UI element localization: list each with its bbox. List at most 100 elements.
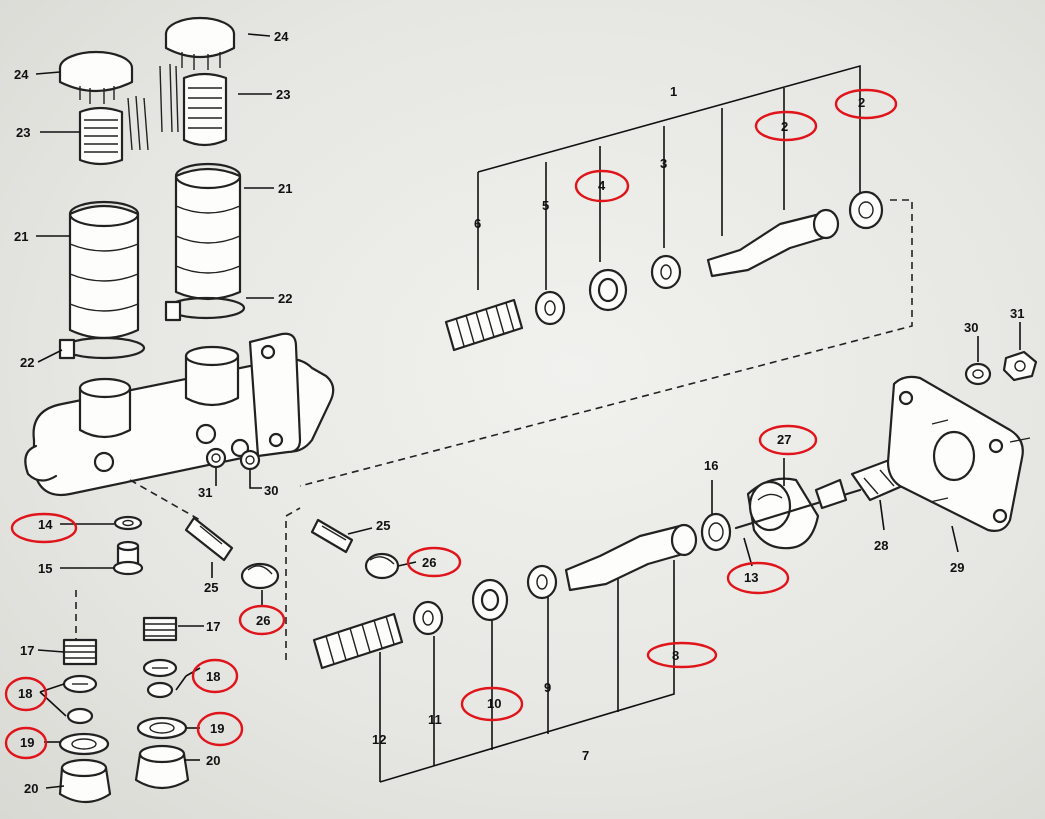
highlight-26-b — [406, 546, 462, 578]
label-4: 4 — [598, 178, 606, 193]
label-21-a: 21 — [14, 229, 28, 244]
label-13: 13 — [744, 570, 758, 585]
reservoir-filter-right — [159, 63, 228, 147]
label-23-b: 23 — [276, 87, 290, 102]
label-11: 11 — [428, 712, 442, 727]
seat-18-left — [62, 674, 98, 725]
mounting-plate-29 — [886, 375, 1031, 532]
leader-lines — [35, 33, 1021, 789]
red-highlight-marks — [4, 88, 898, 760]
plug-20-right — [134, 744, 190, 790]
spring-12 — [312, 612, 404, 670]
label-31-a: 31 — [198, 485, 212, 500]
small-nut-31-left — [205, 447, 227, 469]
label-29: 29 — [950, 560, 964, 575]
label-26-b: 26 — [422, 555, 436, 570]
label-18-a: 18 — [18, 686, 32, 701]
label-5: 5 — [542, 198, 549, 213]
spacer-5 — [534, 290, 566, 326]
label-14: 14 — [38, 517, 53, 532]
label-30-a: 30 — [264, 483, 278, 498]
highlight-14 — [10, 512, 78, 544]
label-22-b: 22 — [278, 291, 292, 306]
highlight-2-b — [834, 88, 898, 120]
seat-18-right — [142, 658, 178, 699]
washer-30-right — [964, 362, 992, 386]
label-10: 10 — [487, 696, 501, 711]
cup-seal-10 — [471, 578, 509, 622]
label-26-a: 26 — [256, 613, 270, 628]
highlight-26-a — [238, 604, 286, 636]
washer-3 — [650, 254, 682, 290]
piston-8 — [564, 523, 698, 592]
label-19-b: 19 — [210, 721, 224, 736]
label-21-b: 21 — [278, 181, 292, 196]
label-17-b: 17 — [206, 619, 220, 634]
highlight-2-a — [754, 110, 818, 142]
bleeder-screw-25-right — [310, 518, 354, 554]
label-7: 7 — [582, 748, 589, 763]
bleeder-cap-26-right — [364, 552, 400, 580]
label-6: 6 — [474, 216, 481, 231]
spring-17-left — [62, 638, 98, 666]
reservoir-cap-left — [58, 50, 134, 104]
label-25-a: 25 — [204, 580, 218, 595]
spring-6 — [444, 298, 524, 352]
highlight-18-b — [191, 658, 239, 694]
hose-clamp-right — [164, 296, 246, 322]
label-31-b: 31 — [1010, 306, 1024, 321]
cup-seal-4 — [588, 268, 628, 312]
spacer-11 — [412, 600, 444, 636]
plug-20-left — [58, 758, 112, 804]
label-28: 28 — [874, 538, 888, 553]
highlight-4 — [574, 169, 630, 203]
label-20-a: 20 — [24, 781, 38, 796]
hose-clamp-left — [58, 336, 146, 360]
label-24-a: 24 — [14, 67, 29, 82]
piston-2 — [706, 190, 884, 278]
label-27: 27 — [777, 432, 791, 447]
highlight-10 — [460, 686, 524, 722]
highlight-19-b — [196, 711, 244, 747]
label-17-a: 17 — [20, 643, 34, 658]
reservoir-filter-left — [78, 95, 149, 166]
label-1: 1 — [670, 84, 677, 99]
label-2-a: 2 — [781, 119, 788, 134]
label-30-b: 30 — [964, 320, 978, 335]
label-20-b: 20 — [206, 753, 220, 768]
spring-17-right — [142, 616, 178, 642]
label-23-a: 23 — [16, 125, 30, 140]
highlight-18-a — [4, 676, 48, 712]
label-2-b: 2 — [858, 95, 865, 110]
washer-19-left — [58, 732, 110, 756]
master-cylinder-body — [24, 332, 335, 497]
label-3: 3 — [660, 156, 667, 171]
small-washer-30-left — [239, 449, 261, 471]
label-24-b: 24 — [274, 29, 289, 44]
seal-16 — [700, 512, 732, 552]
reservoir-cap-right — [164, 16, 236, 70]
washer-9 — [526, 564, 558, 600]
reservoir-body-right — [174, 162, 242, 301]
label-25-b: 25 — [376, 518, 390, 533]
label-18-b: 18 — [206, 669, 220, 684]
nut-31-right — [1002, 350, 1038, 382]
label-22-a: 22 — [20, 355, 34, 370]
reservoir-body-left — [68, 200, 140, 340]
label-9: 9 — [544, 680, 551, 695]
label-15: 15 — [38, 561, 52, 576]
part-number-labels: 1 2 2 3 4 5 6 7 8 9 10 11 12 13 14 15 16… — [14, 29, 1024, 796]
label-12: 12 — [372, 732, 386, 747]
washer-14 — [113, 515, 143, 531]
label-8: 8 — [672, 648, 679, 663]
label-16: 16 — [704, 458, 718, 473]
highlight-27 — [758, 424, 818, 456]
bleeder-screw-25-left — [184, 516, 234, 562]
bleeder-cap-26-left — [240, 562, 280, 590]
highlight-13 — [726, 561, 790, 595]
highlight-19-a — [4, 726, 48, 760]
label-19-a: 19 — [20, 735, 34, 750]
bolt-15 — [112, 540, 144, 576]
